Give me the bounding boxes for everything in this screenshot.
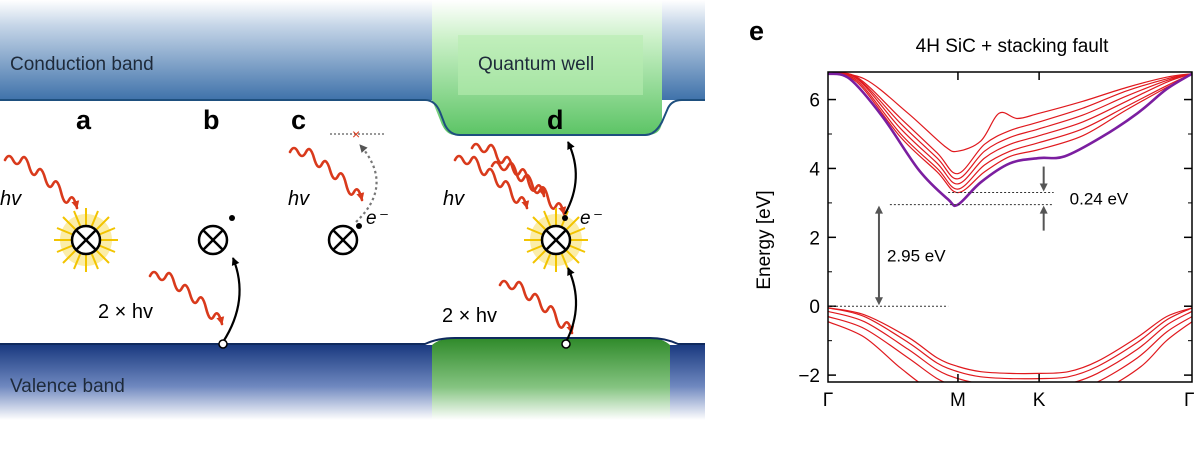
photon-wave: [490, 160, 567, 216]
valence-band-line: [828, 316, 1192, 382]
conduction-band-line: [828, 73, 1192, 190]
excitation-arrow: [565, 267, 578, 343]
gap-label: 2.95 eV: [887, 246, 946, 265]
k-point-label: Γ: [1184, 390, 1194, 411]
panel-letter-c: c: [291, 105, 306, 135]
panel-d: hv e⁻ 2 × hv: [442, 141, 603, 349]
hole-icon: [561, 339, 571, 349]
glowing-defect-icon: [54, 208, 118, 272]
hv-label: hv: [0, 188, 22, 210]
photon-wave: [470, 142, 547, 198]
panel-c: × hv e⁻: [288, 126, 389, 256]
y-tick-label: −2: [798, 366, 820, 387]
quantum-well-label: Quantum well: [478, 54, 594, 75]
defect-icon: [327, 224, 359, 256]
photon-wave: [148, 270, 225, 326]
quantum-well-highlight: [458, 35, 643, 95]
two-hv-label: 2 × hv: [98, 301, 153, 323]
excitation-arrow: [222, 257, 241, 343]
valence-band-line: [828, 321, 1192, 382]
two-hv-label: 2 × hv: [442, 305, 497, 327]
conduction-band-line: [828, 72, 1192, 180]
offset-arrow-head: [1039, 183, 1048, 192]
plot-frame: [827, 71, 1193, 383]
hv-label: hv: [443, 188, 465, 210]
conduction-band-line: [828, 73, 1192, 194]
y-tick-label: 6: [809, 91, 820, 112]
cross-mark-icon: ×: [352, 126, 360, 142]
photon-wave: [3, 154, 80, 210]
panel-a: hv: [0, 154, 118, 272]
k-point-label: K: [1033, 390, 1046, 411]
hole-icon: [218, 339, 228, 349]
ionization-arrow: [355, 144, 378, 223]
panel-letter-b: b: [203, 105, 220, 135]
photon-wave: [453, 154, 530, 210]
electron-to-well-arrow: [564, 141, 577, 215]
panel-letter-e: e: [749, 16, 764, 46]
stacking-fault-band-line: [828, 72, 1192, 208]
electron-icon: [356, 223, 362, 229]
conduction-band-label: Conduction band: [10, 54, 154, 75]
y-tick-label: 0: [809, 297, 820, 318]
chart-title: 4H SiC + stacking fault: [916, 36, 1109, 57]
band-structure-chart: e 4H SiC + stacking fault Energy [eV] −2…: [749, 16, 1194, 411]
offset-label: 0.24 eV: [1070, 190, 1129, 209]
panel-letter-a: a: [76, 105, 92, 135]
electron-icon: [562, 215, 568, 221]
valence-band-line: [828, 310, 1192, 382]
y-tick-label: 4: [809, 159, 820, 180]
y-tick-label: 2: [809, 228, 820, 249]
valence-band-label: Valence band: [10, 376, 125, 397]
conduction-band-edge: [0, 99, 705, 136]
band-diagram: Conduction band Valence band Quantum wel…: [0, 0, 705, 420]
offset-arrow-head: [1039, 205, 1048, 214]
hv-label: hv: [288, 188, 310, 210]
photon-wave: [288, 146, 365, 202]
plot-lines: [828, 72, 1192, 382]
valence-band-line: [828, 307, 1192, 380]
valence-band-line: [828, 307, 1192, 375]
plot-ticks: −2 0 2 4 6Γ M K Γ: [798, 72, 1194, 411]
plot-annotations: 2.95 eV 0.24 eV: [828, 166, 1129, 307]
y-axis-title: Energy [eV]: [754, 190, 775, 289]
conduction-band-line: [828, 73, 1192, 153]
conduction-band-line: [828, 72, 1192, 185]
k-point-label: M: [950, 390, 966, 411]
conduction-band-line: [828, 72, 1192, 175]
defect-icon: [197, 215, 235, 256]
gap-arrow-head: [874, 205, 883, 214]
gap-arrow-head: [874, 297, 883, 306]
photon-wave: [498, 279, 575, 335]
quantum-well-valence: [432, 338, 670, 420]
k-point-label: Γ: [823, 390, 833, 411]
valence-band-edge: [0, 337, 705, 345]
glowing-defect-icon: [524, 208, 588, 272]
panel-b: 2 × hv: [98, 215, 241, 349]
panel-letter-d: d: [547, 105, 564, 135]
electron-label: e⁻: [580, 208, 603, 229]
electron-label: e⁻: [366, 208, 389, 229]
